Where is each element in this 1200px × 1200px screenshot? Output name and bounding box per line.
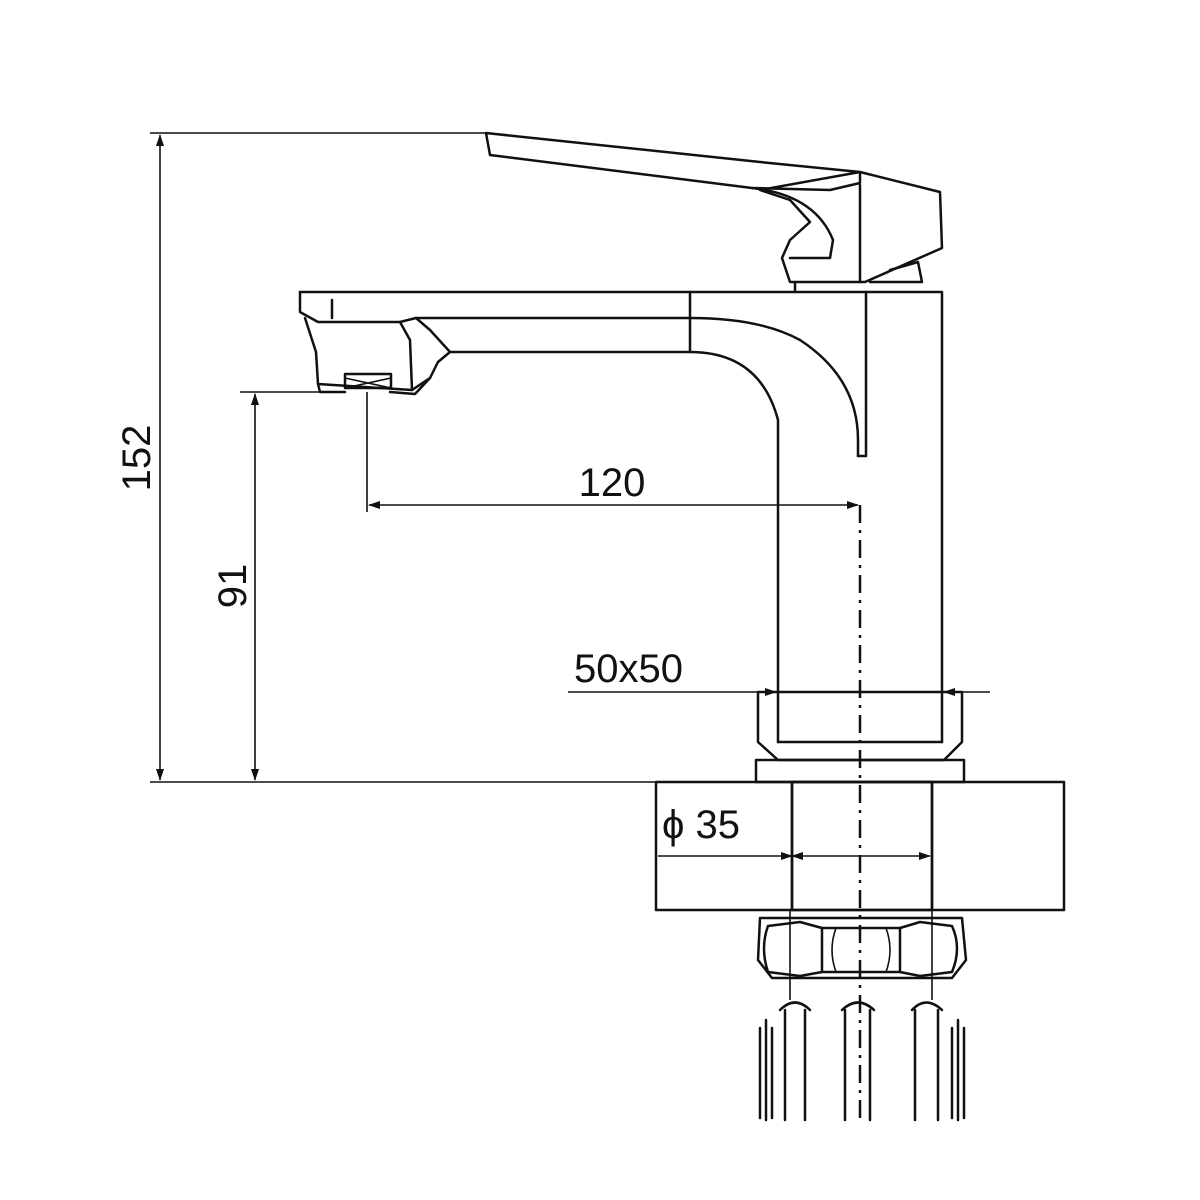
handle-lever: [484, 131, 862, 192]
supply-tails: [758, 1001, 966, 1122]
countertop-section: [654, 780, 1066, 912]
dimension-label-spout-height: 91: [211, 564, 255, 609]
dimension-label-thread-diameter: ϕ 35: [662, 803, 740, 847]
handle-curve: [750, 186, 835, 260]
dimension-label-overall-height: 152: [115, 425, 159, 492]
dimension-lines: [150, 132, 990, 1000]
handle-cap: [758, 170, 944, 284]
dimension-label-base-size: 50x50: [574, 647, 683, 691]
dimension-label-spout-reach: 120: [579, 461, 646, 505]
mounting-nut: [756, 916, 968, 980]
threaded-shank: [790, 780, 934, 912]
